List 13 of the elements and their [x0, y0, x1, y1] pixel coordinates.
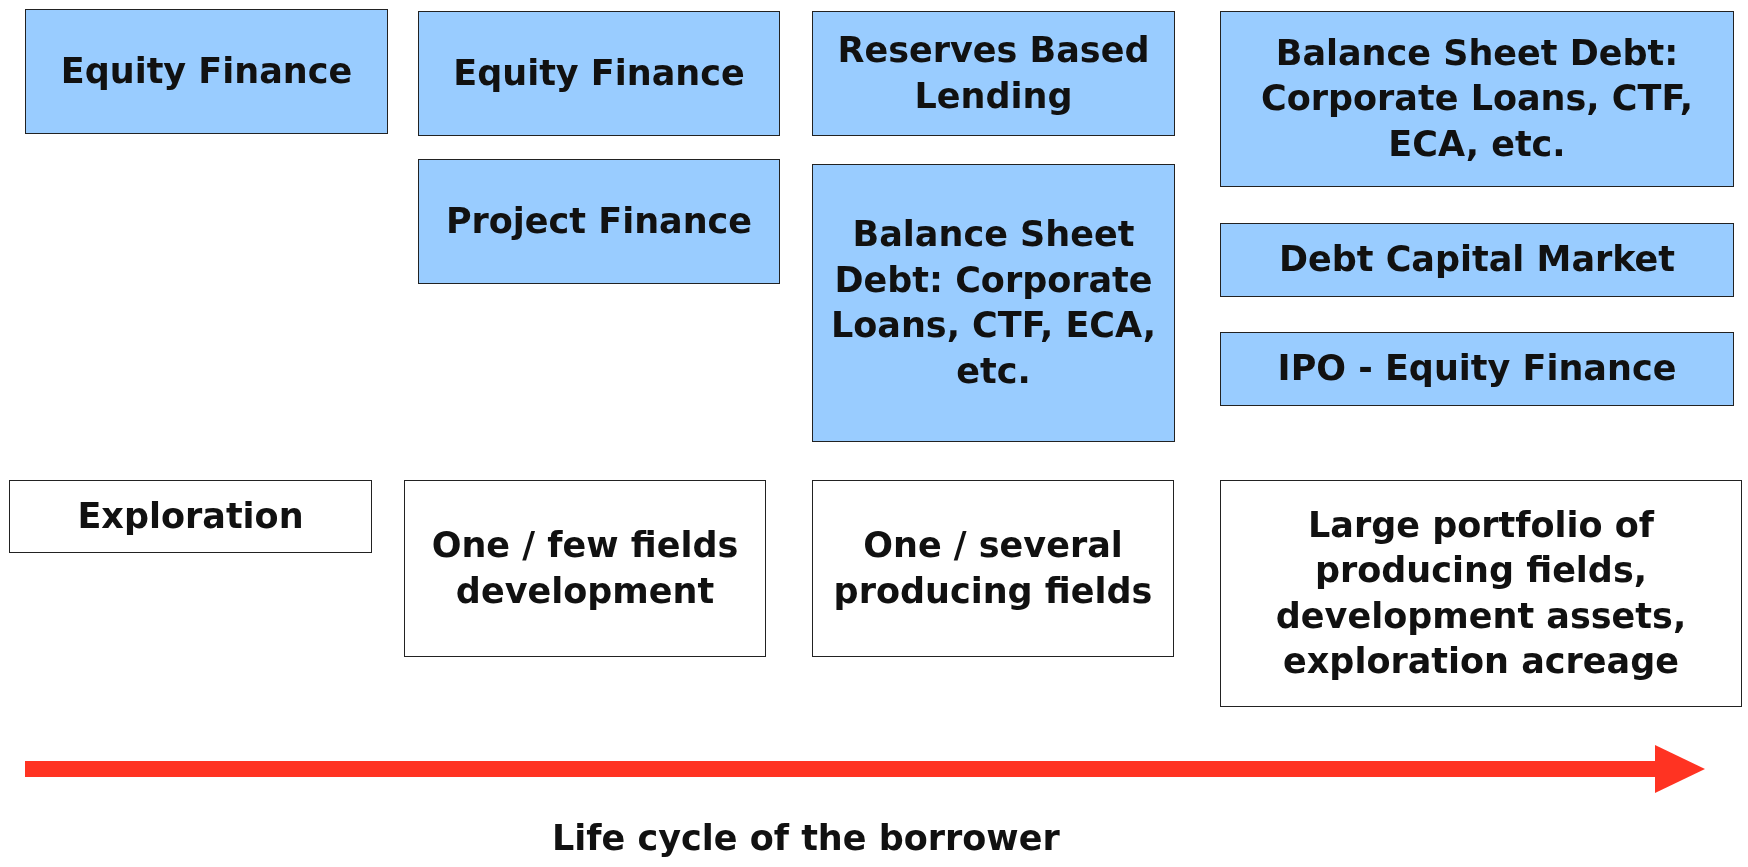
- financing-box: IPO - Equity Finance: [1220, 332, 1734, 406]
- financing-box: Debt Capital Market: [1220, 223, 1734, 297]
- financing-box: Equity Finance: [25, 9, 388, 134]
- stage-box: Large portfolio of producing fields, development assets, exploration acreage: [1220, 480, 1742, 707]
- financing-box: Balance Sheet Debt: Corporate Loans, CTF, ECA, etc.: [812, 164, 1175, 442]
- financing-box: Balance Sheet Debt: Corporate Loans, CTF, ECA, etc.: [1220, 11, 1734, 187]
- financing-box: Project Finance: [418, 159, 780, 284]
- stage-box: One / few fields development: [404, 480, 766, 657]
- financing-box: Equity Finance: [418, 11, 780, 136]
- stage-box: Exploration: [9, 480, 372, 553]
- axis-label: Life cycle of the borrower: [552, 818, 1060, 858]
- financing-box: Reserves Based Lending: [812, 11, 1175, 136]
- stage-box: One / several producing fields: [812, 480, 1174, 657]
